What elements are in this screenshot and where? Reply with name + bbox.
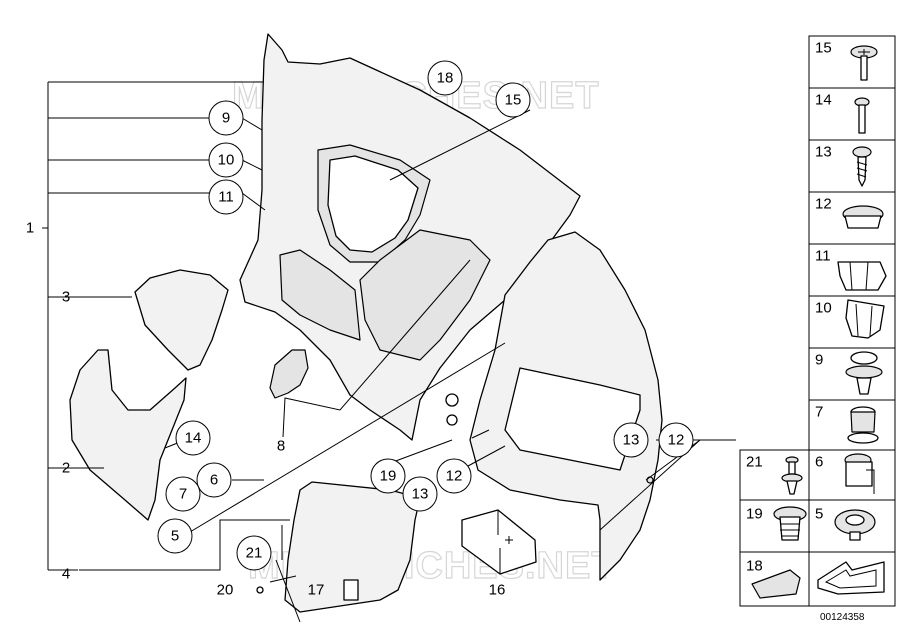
parts-cell-11-label: 11	[815, 248, 831, 265]
svg-text:19: 19	[380, 468, 397, 485]
callout-11: 11	[208, 179, 244, 215]
part-20-21-drawing	[256, 525, 301, 623]
parts-cell-15	[808, 35, 896, 89]
label-3: 3	[62, 289, 70, 306]
retaining-clip-icon	[837, 261, 887, 291]
parts-cell-7-label: 7	[815, 404, 823, 421]
callout-15: 15	[495, 82, 531, 118]
parts-cell-13-label: 13	[815, 144, 832, 161]
svg-text:5: 5	[171, 528, 179, 545]
small-parts-panel: 15 14 13 12 11 1	[739, 35, 896, 623]
part-17-drawing	[343, 579, 359, 601]
callout-12-right: 12	[658, 422, 694, 458]
part-2-drawing	[69, 349, 187, 521]
parts-cell-15-label: 15	[815, 40, 832, 57]
parts-cell-6-label: 6	[815, 454, 823, 471]
callout-6: 6	[196, 462, 232, 498]
svg-text:15: 15	[505, 92, 522, 109]
part-3-drawing	[134, 269, 229, 371]
wheel-arch-trim-drawing	[469, 231, 663, 581]
parts-cell-9-label: 9	[815, 352, 823, 369]
svg-text:21: 21	[246, 545, 263, 562]
expanding-rivet-icon	[845, 351, 883, 395]
parts-cell-19-label: 19	[746, 506, 763, 523]
plastic-nut-icon	[847, 406, 879, 444]
label-1: 1	[26, 220, 34, 237]
callout-9: 9	[208, 100, 244, 136]
callout-10: 10	[208, 142, 244, 178]
svg-text:10: 10	[218, 152, 235, 169]
callout-12: 12	[436, 458, 472, 494]
parts-cell-21-label: 21	[746, 454, 763, 471]
spring-clip-icon	[845, 299, 885, 339]
self-tapping-screw-icon	[852, 146, 872, 187]
label-8: 8	[277, 438, 285, 455]
callout-13-right: 13	[613, 422, 649, 458]
side-trim-panel-drawing	[239, 33, 581, 441]
spreader-rivet-icon	[773, 506, 807, 541]
drawing-id: 00124358	[820, 612, 865, 623]
label-16: 16	[489, 582, 506, 599]
parts-cell-14	[808, 87, 896, 141]
parts-cell-10-label: 10	[815, 300, 832, 317]
callout-14: 14	[175, 420, 211, 456]
label-4: 4	[62, 566, 70, 583]
svg-text:13: 13	[623, 432, 640, 449]
torx-screw-icon	[850, 45, 878, 81]
svg-text:12: 12	[446, 468, 463, 485]
svg-text:7: 7	[179, 486, 187, 503]
svg-text:9: 9	[222, 110, 230, 127]
svg-text:11: 11	[218, 189, 234, 206]
svg-text:6: 6	[210, 472, 218, 489]
callout-5: 5	[157, 518, 193, 554]
parts-cell-12-label: 12	[815, 196, 832, 213]
callout-7: 7	[165, 476, 201, 512]
callout-19: 19	[370, 458, 406, 494]
screw-icon	[854, 97, 870, 134]
label-17: 17	[308, 582, 325, 599]
parts-cell-18-label: 18	[746, 558, 763, 575]
part-8-drawing	[269, 349, 309, 399]
cap-icon	[834, 509, 876, 541]
callout-21: 21	[236, 535, 272, 571]
label-20: 20	[217, 582, 234, 599]
push-pin-icon	[781, 456, 803, 495]
parts-cell-5-label: 5	[815, 506, 823, 523]
clip-nut-icon	[844, 453, 875, 494]
parts-cell-14-label: 14	[815, 92, 832, 109]
part-16-first-aid-kit	[461, 509, 537, 575]
callout-13: 13	[402, 476, 438, 512]
svg-text:12: 12	[668, 432, 685, 449]
svg-text:18: 18	[437, 70, 454, 87]
grommet-plug-icon	[842, 205, 884, 229]
callout-18: 18	[427, 60, 463, 96]
parts-cell-5	[808, 499, 896, 553]
label-2: 2	[62, 460, 70, 477]
svg-text:14: 14	[185, 430, 202, 447]
sound-pad-icon	[751, 569, 801, 599]
svg-text:13: 13	[412, 486, 429, 503]
